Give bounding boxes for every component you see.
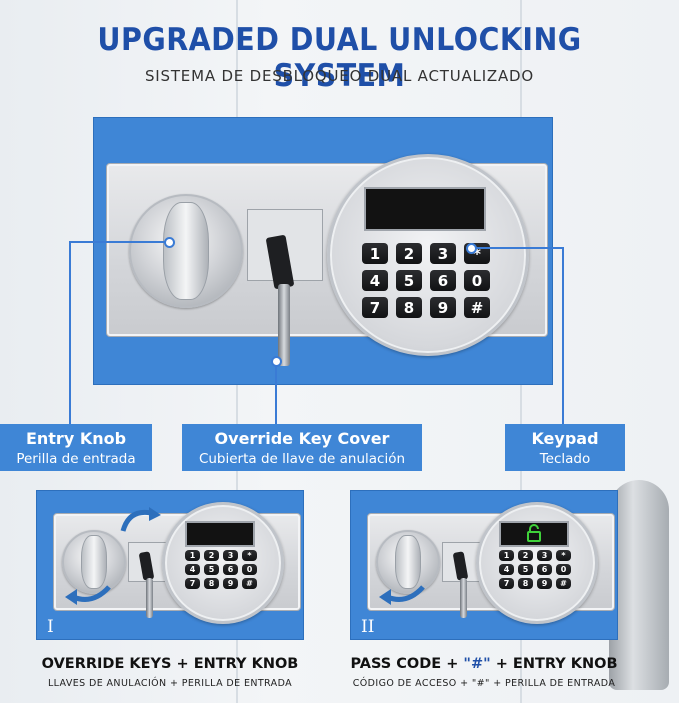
- keypad-key: 0: [556, 564, 571, 575]
- override-key-shaft: [460, 578, 467, 618]
- keypad-key: 6: [223, 564, 238, 575]
- keypad-key: 5: [396, 270, 422, 291]
- keypad-key: #: [242, 578, 257, 589]
- method-2-title-pre: PASS CODE +: [350, 656, 464, 672]
- method-1-title: OVERRIDE KEYS + ENTRY KNOB: [41, 656, 299, 672]
- keypad-key: 5: [204, 564, 219, 575]
- rotate-arrow-icon: [65, 585, 111, 605]
- callout-dot: [271, 356, 282, 367]
- callout-override-key-cover: Override Key Cover Cubierta de llave de …: [182, 424, 422, 471]
- keypad-key: 6: [430, 270, 456, 291]
- knob-grip: [395, 535, 421, 589]
- leader-line: [275, 364, 277, 424]
- rotate-arrow-icon: [379, 585, 425, 605]
- leader-line: [472, 247, 564, 249]
- method-numeral: I: [47, 617, 54, 637]
- keypad-key: 3: [430, 243, 456, 264]
- method-numeral: II: [361, 617, 375, 637]
- entry-knob: [62, 530, 126, 594]
- unlock-icon: [527, 524, 541, 542]
- callout-dot: [466, 243, 477, 254]
- keypad-key: 3: [537, 550, 552, 561]
- entry-knob: [376, 530, 440, 594]
- page-title: UPGRADED DUAL UNLOCKING SYSTEM: [97, 22, 582, 94]
- callout-label-en: Keypad: [531, 429, 599, 448]
- keypad-display: [499, 521, 569, 547]
- callout-label-es: Teclado: [539, 451, 591, 467]
- callout-label-es: Cubierta de llave de anulación: [198, 451, 406, 467]
- entry-knob: [129, 194, 243, 308]
- keypad-key: 9: [537, 578, 552, 589]
- keypad-key: 7: [499, 578, 514, 589]
- keypad-key: 4: [362, 270, 388, 291]
- keypad-key: 2: [518, 550, 533, 561]
- keypad-display: [185, 521, 255, 547]
- method-1-subtitle: LLAVES DE ANULACIÓN + PERILLA DE ENTRADA: [47, 678, 293, 689]
- override-key-shaft: [146, 578, 153, 618]
- keypad-key: 7: [185, 578, 200, 589]
- knob-grip: [81, 535, 107, 589]
- method-2-title-hash: "#": [463, 656, 491, 672]
- keypad-key: 3: [223, 550, 238, 561]
- keypad-key: 9: [223, 578, 238, 589]
- page-subtitle: SISTEMA DE DESBLOQUEO DUAL ACTUALIZADO: [144, 67, 535, 85]
- keypad-display: [364, 187, 486, 231]
- keypad-key: *: [556, 550, 571, 561]
- leader-line: [562, 247, 564, 424]
- callout-dot: [164, 237, 175, 248]
- keypad-key: 0: [464, 270, 490, 291]
- callout-entry-knob: Entry Knob Perilla de entrada: [0, 424, 152, 471]
- callout-label-es: Perilla de entrada: [16, 451, 136, 467]
- chair-background: [609, 480, 669, 690]
- leader-line: [69, 241, 71, 424]
- keypad-key: 8: [518, 578, 533, 589]
- method-2-title: PASS CODE + "#" + ENTRY KNOB: [334, 656, 634, 672]
- keypad-key: 8: [204, 578, 219, 589]
- callout-keypad: Keypad Teclado: [505, 424, 625, 471]
- keypad-key: 6: [537, 564, 552, 575]
- keypad-key: 8: [396, 297, 422, 318]
- keypad-key: #: [556, 578, 571, 589]
- leader-line: [69, 241, 170, 243]
- keypad-key: 9: [430, 297, 456, 318]
- keypad-key: 4: [185, 564, 200, 575]
- keypad-key: 2: [204, 550, 219, 561]
- knob-grip: [163, 202, 209, 300]
- keypad-key: #: [464, 297, 490, 318]
- keypad-key: 4: [499, 564, 514, 575]
- method-2-subtitle: CÓDIGO DE ACCESO + "#" + PERILLA DE ENTR…: [352, 678, 616, 689]
- keypad-key: *: [242, 550, 257, 561]
- override-key-shaft: [278, 284, 290, 366]
- keypad-key: 7: [362, 297, 388, 318]
- callout-label-en: Entry Knob: [25, 429, 127, 448]
- keypad-key: 5: [518, 564, 533, 575]
- keypad-key: 1: [185, 550, 200, 561]
- keypad-key: 2: [396, 243, 422, 264]
- keypad-key: 1: [499, 550, 514, 561]
- keypad-key: 0: [242, 564, 257, 575]
- rotate-arrow-icon: [120, 507, 161, 532]
- method-2-title-post: + ENTRY KNOB: [490, 656, 618, 672]
- callout-label-en: Override Key Cover: [214, 429, 390, 448]
- keypad-key: 1: [362, 243, 388, 264]
